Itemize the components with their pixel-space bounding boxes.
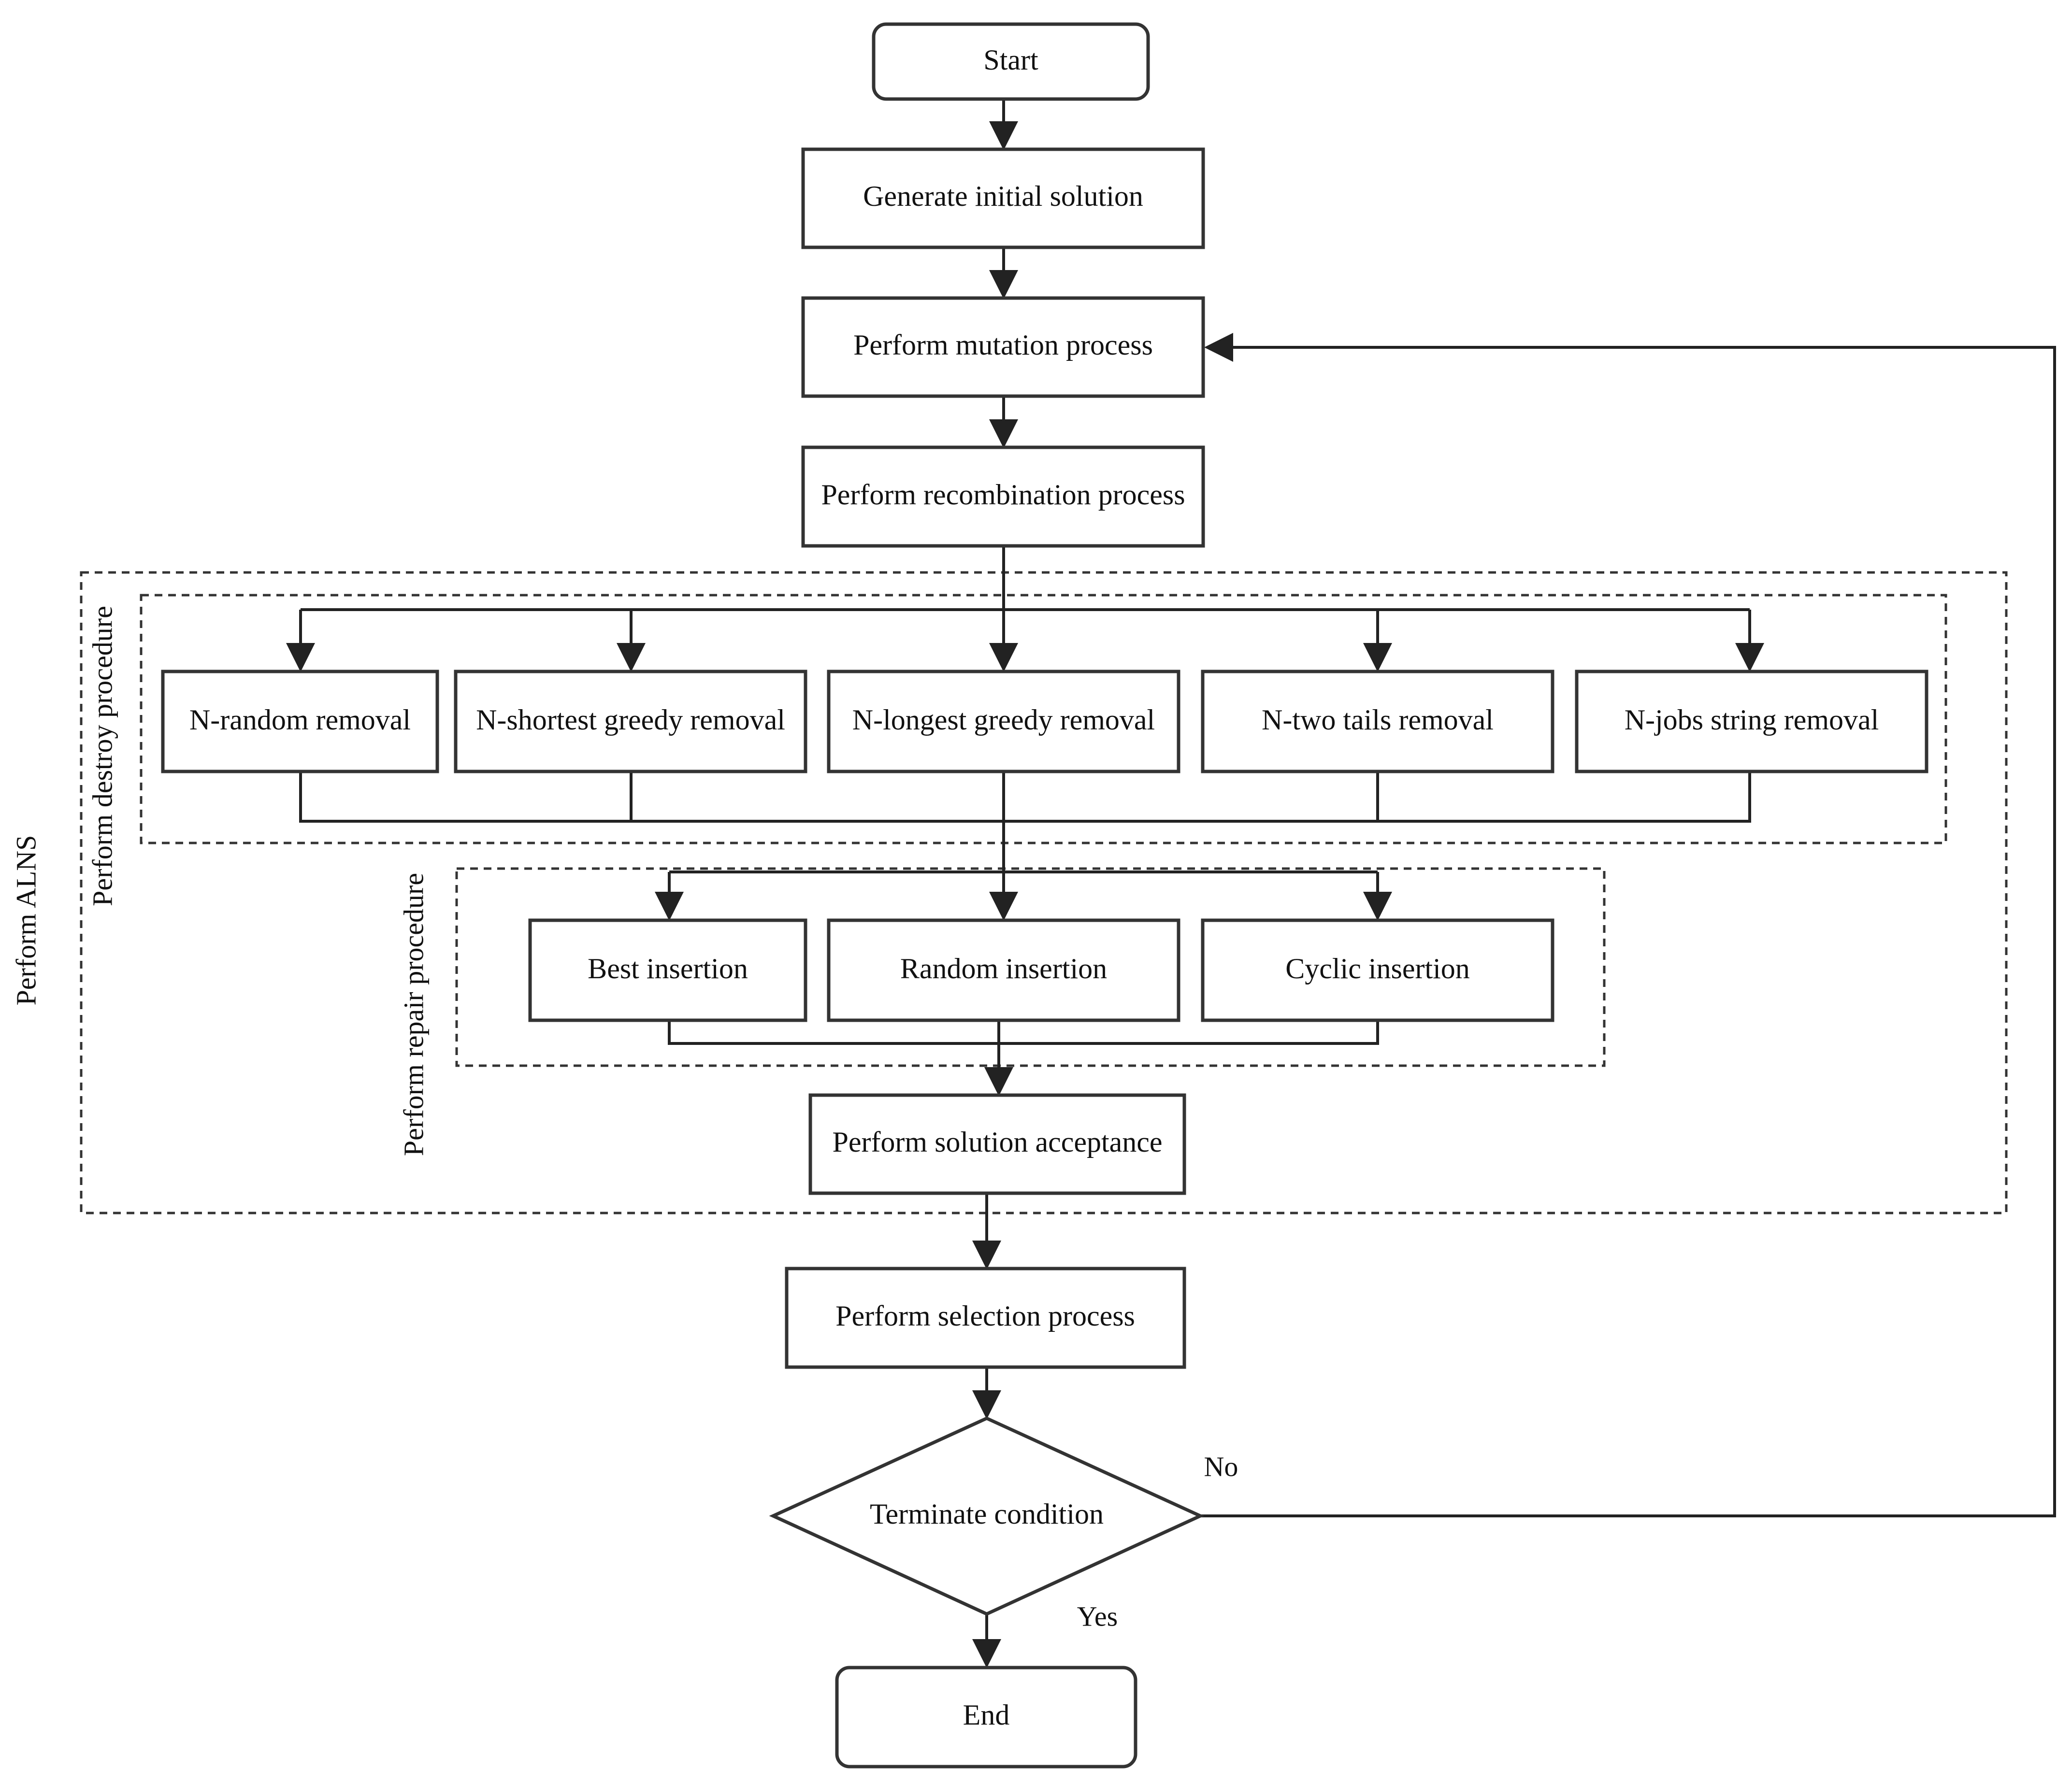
perform-recombination-label: Perform recombination process bbox=[821, 479, 1185, 511]
generate-initial-solution-box bbox=[801, 147, 1205, 249]
n-two-tails-removal-label: N-two tails removal bbox=[1262, 704, 1494, 736]
n-random-removal-box bbox=[161, 670, 439, 773]
end-node bbox=[835, 1666, 1137, 1769]
n-shortest-greedy-removal-box bbox=[454, 670, 807, 773]
best-insertion-box bbox=[528, 918, 807, 1022]
end-label: End bbox=[963, 1699, 1010, 1731]
destroy-group-border bbox=[140, 594, 1947, 844]
n-jobs-string-removal-box bbox=[1575, 670, 1928, 773]
perform-selection-box bbox=[785, 1267, 1186, 1369]
random-insertion-box bbox=[827, 918, 1180, 1022]
n-random-removal-label: N-random removal bbox=[189, 704, 411, 736]
perform-selection-label: Perform selection process bbox=[835, 1300, 1135, 1332]
n-shortest-greedy-removal-label: N-shortest greedy removal bbox=[476, 704, 785, 736]
no-edge-label: No bbox=[1204, 1451, 1238, 1482]
perform-solution-acceptance-box bbox=[808, 1093, 1186, 1195]
n-longest-greedy-removal-label: N-longest greedy removal bbox=[852, 704, 1155, 736]
random-insertion-label: Random insertion bbox=[900, 953, 1107, 985]
destroy-collection-bus bbox=[299, 771, 1751, 823]
best-insertion-label: Best insertion bbox=[588, 953, 748, 985]
yes-edge-label: Yes bbox=[1077, 1600, 1118, 1632]
alns-group-border bbox=[80, 571, 2008, 1214]
cyclic-insertion-label: Cyclic insertion bbox=[1285, 953, 1470, 985]
perform-mutation-box bbox=[801, 296, 1205, 398]
perform-solution-acceptance-label: Perform solution acceptance bbox=[832, 1126, 1162, 1158]
generate-initial-solution-label: Generate initial solution bbox=[863, 180, 1143, 212]
connectors bbox=[286, 99, 2056, 1668]
repair-collection-bus bbox=[668, 1020, 1379, 1045]
edge-no-loop-to-mutation bbox=[1200, 333, 2056, 1517]
cyclic-insertion-box bbox=[1201, 918, 1554, 1022]
n-two-tails-removal-box bbox=[1201, 670, 1554, 773]
terminate-condition-diamond bbox=[769, 1416, 1205, 1616]
n-jobs-string-removal-label: N-jobs string removal bbox=[1625, 704, 1879, 736]
destroy-group-label: Perform destroy procedure bbox=[86, 606, 118, 906]
perform-recombination-box bbox=[801, 445, 1205, 548]
repair-group-border bbox=[455, 867, 1606, 1067]
alns-group-label: Perform ALNS bbox=[10, 835, 42, 1006]
terminate-condition-label: Terminate condition bbox=[870, 1498, 1104, 1530]
perform-mutation-label: Perform mutation process bbox=[853, 329, 1153, 361]
n-longest-greedy-removal-box bbox=[827, 670, 1180, 773]
start-label: Start bbox=[983, 44, 1038, 76]
start-node bbox=[872, 22, 1150, 101]
repair-group-label: Perform repair procedure bbox=[398, 873, 429, 1156]
